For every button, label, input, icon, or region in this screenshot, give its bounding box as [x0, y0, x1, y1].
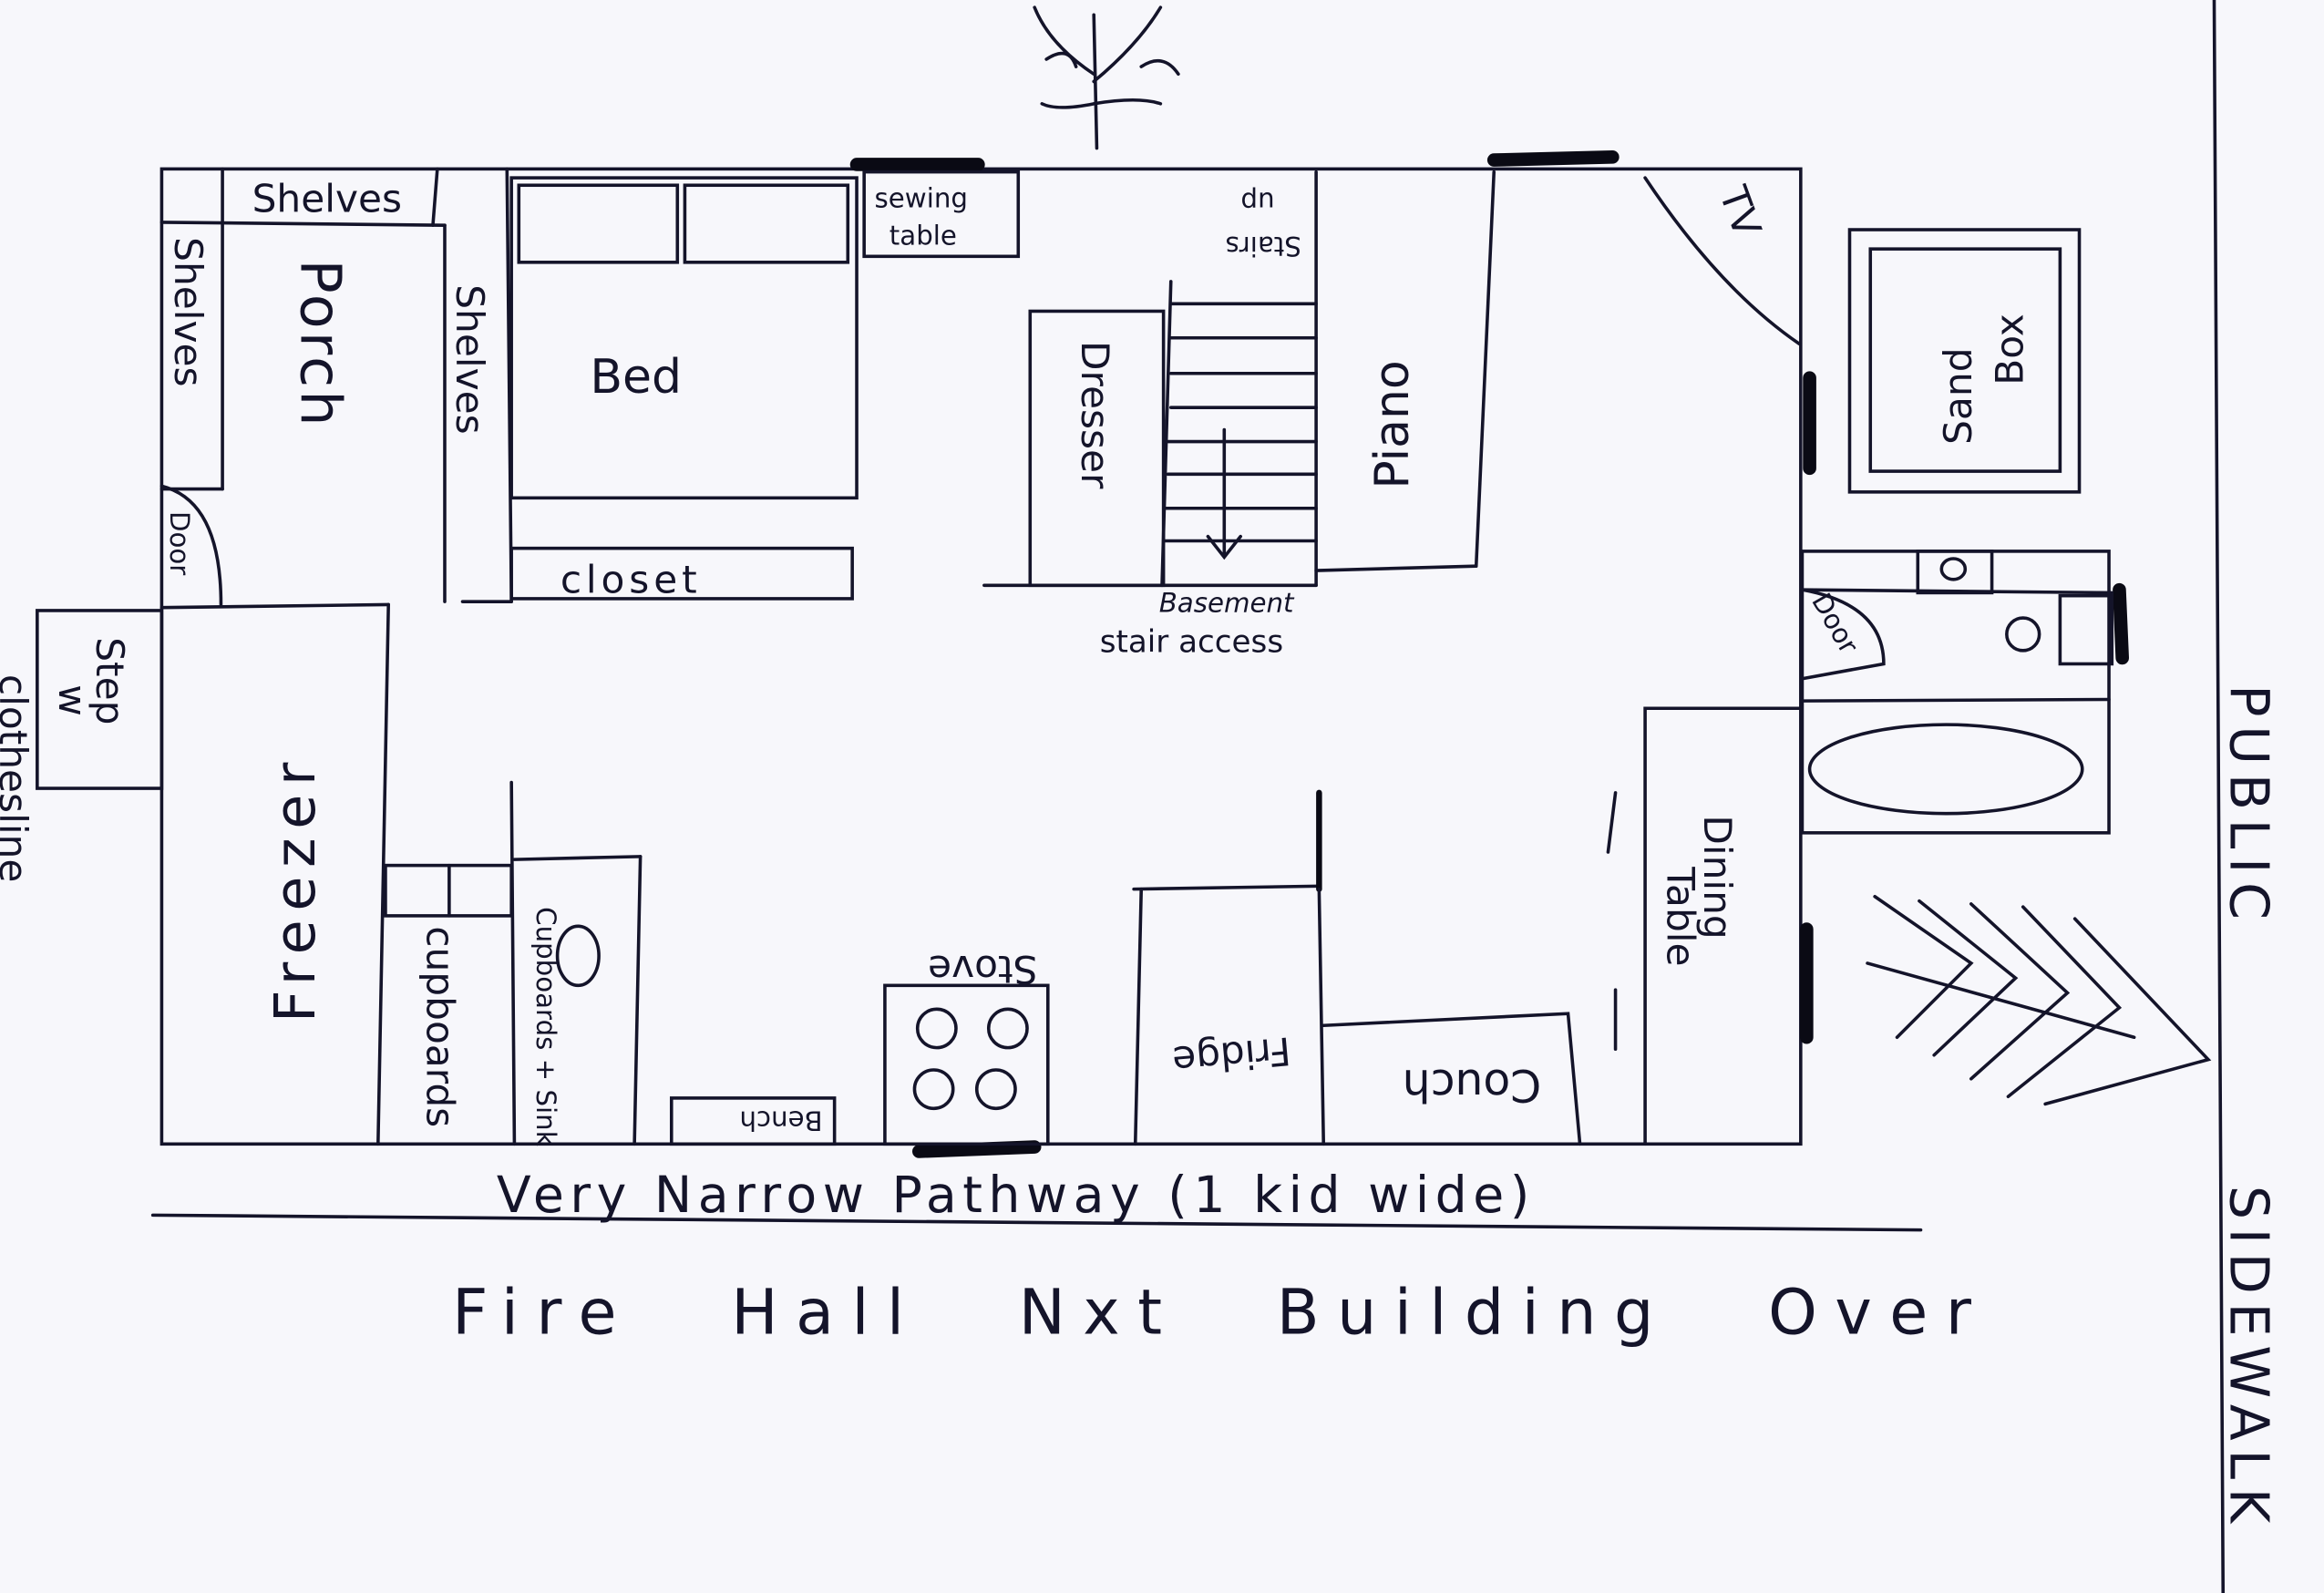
- piano: Piano: [1314, 170, 1496, 572]
- sand-label: Sand: [1936, 347, 1980, 444]
- cupboards-sink-label: Cupboards + Sink: [530, 907, 561, 1146]
- sewing-label: sewing: [875, 183, 968, 214]
- bed-label: Bed: [590, 350, 682, 405]
- house-outline: [159, 167, 1803, 1146]
- stove: Stove: [883, 947, 1050, 1146]
- shelves-mid-label: Shelves: [447, 284, 492, 434]
- sewing-table: sewing table: [862, 170, 1021, 259]
- bench: Bench: [669, 1096, 837, 1146]
- step-label: Step: [87, 637, 132, 725]
- porch-room: Shelves Shelves Porch Door: [159, 167, 447, 607]
- tv-label: TV: [1711, 180, 1770, 242]
- shelves-mid: Shelves: [443, 167, 513, 603]
- stove-label: Stove: [928, 947, 1037, 992]
- clothesline-label: clothesline: [0, 674, 36, 883]
- table-label: table: [889, 220, 957, 251]
- stairs-label: Stairs: [1225, 231, 1301, 262]
- bathtub: [1807, 723, 2084, 816]
- dresser: Dresser: [1028, 309, 1166, 588]
- couch-label: Couch: [1403, 1059, 1542, 1111]
- pathway-label: Very Narrow Pathway (1 kid wide): [497, 1166, 1536, 1225]
- step: Step w clothesline: [0, 609, 164, 883]
- sink-cupboards: Cupboards + Sink: [512, 855, 643, 1146]
- fridge: Fridge: [1132, 789, 1326, 1146]
- freezer-label: Freezer: [262, 754, 328, 1023]
- freezer: Freezer: [159, 602, 390, 1146]
- tree-icon: [1866, 894, 2212, 1106]
- table-label: Table: [1658, 866, 1702, 966]
- sidewalk-edge: [2212, 0, 2226, 1593]
- cupboards-label: cupboards: [417, 926, 462, 1127]
- stair-access-label: stair access: [1100, 623, 1283, 660]
- bath-door-label: Door: [1805, 588, 1865, 660]
- up-label: up: [1240, 186, 1274, 217]
- sidewalk-label: SIDEWALK: [2217, 1186, 2279, 1532]
- box-label: Box: [1988, 313, 2032, 385]
- w-label: w: [50, 684, 95, 716]
- plant-icon: [1033, 5, 1180, 150]
- closet: closet: [509, 546, 854, 601]
- fridge-label: Fridge: [1170, 1028, 1292, 1083]
- couch: Couch: [1321, 1012, 1582, 1146]
- shelves-left-label: Shelves: [166, 237, 211, 386]
- piano-label: Piano: [1365, 360, 1420, 488]
- closet-label: closet: [560, 557, 702, 601]
- stairs: Stairs up Basement stair access: [982, 170, 1318, 660]
- dresser-label: Dresser: [1073, 341, 1117, 489]
- windows: [849, 150, 2129, 1158]
- porch-label: Porch: [287, 260, 353, 429]
- shelves-top-label: Shelves: [252, 177, 402, 221]
- sandbox: Sand Box: [1847, 228, 2082, 494]
- bed: Bed: [509, 176, 859, 500]
- dining-table: Dining Table: [1606, 706, 1803, 1146]
- basement-label: Basement: [1159, 588, 1295, 619]
- cupboards: cupboards: [384, 780, 517, 1146]
- bench-label: Bench: [739, 1105, 822, 1136]
- public-label: PUBLIC: [2217, 684, 2279, 929]
- dining-label: Dining: [1695, 815, 1740, 939]
- fire-hall-label: Fire Hall Nxt Building Over: [452, 1277, 1989, 1349]
- bathroom: Door: [1800, 550, 2114, 835]
- tv: TV: [1643, 176, 1801, 346]
- porch-door-label: Door: [164, 511, 195, 576]
- pathway-line: [150, 1213, 1923, 1232]
